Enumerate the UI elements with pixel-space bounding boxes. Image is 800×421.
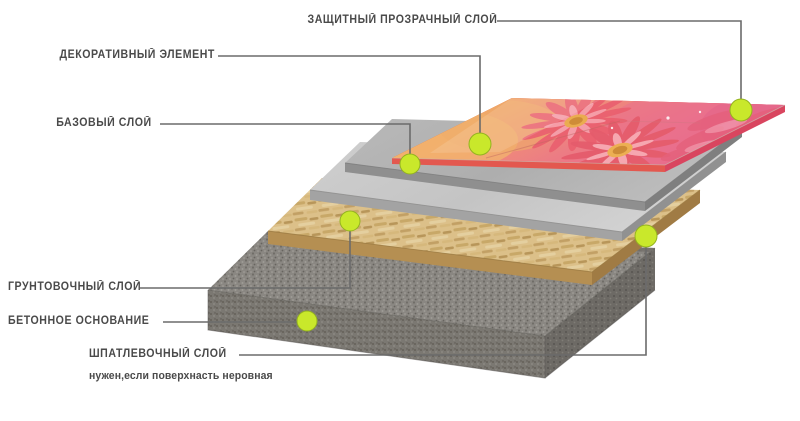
base-right-face: [645, 128, 742, 211]
concrete-front-face: [208, 290, 545, 378]
leader-filler: [239, 247, 647, 356]
label-concrete-base: БЕТОННОЕ ОСНОВАНИЕ: [8, 315, 150, 327]
decorative-right-edge: [665, 105, 785, 172]
label-protective-transparent-layer: ЗАЩИТНЫЙ ПРОЗРАЧНЫЙ СЛОЙ: [307, 14, 497, 26]
label-filler-layer: ШПАТЛЕВОЧНЫЙ СЛОЙ: [89, 348, 227, 360]
leader-primer: [140, 231, 351, 289]
protective-transparent-film: [392, 98, 785, 165]
label-filler-layer-note: нужен,если поверхнасть неровная: [89, 370, 273, 382]
leader-lines: [140, 20, 742, 356]
osb-front-face: [268, 231, 592, 285]
primer-right-face: [622, 152, 726, 241]
marker-base: [399, 153, 421, 175]
marker-concrete: [296, 310, 318, 332]
marker-dots: [296, 98, 753, 332]
leader-base: [160, 123, 411, 154]
leader-decorative: [218, 55, 481, 133]
leader-protective: [497, 20, 742, 99]
marker-protective: [729, 98, 753, 122]
base-front-face: [345, 163, 645, 211]
marker-filler: [634, 224, 658, 248]
primer-front-face: [310, 190, 622, 241]
marker-primer: [339, 210, 361, 232]
marker-decorative: [468, 132, 492, 156]
label-base-layer: БАЗОВЫЙ СЛОЙ: [56, 117, 152, 129]
decorative-front-edge: [392, 158, 665, 172]
label-decorative-element: ДЕКОРАТИВНЫЙ ЭЛЕМЕНТ: [59, 49, 215, 61]
label-primer-layer: ГРУНТОВОЧНЫЙ СЛОЙ: [8, 281, 142, 293]
concrete-right-face: [545, 248, 655, 378]
